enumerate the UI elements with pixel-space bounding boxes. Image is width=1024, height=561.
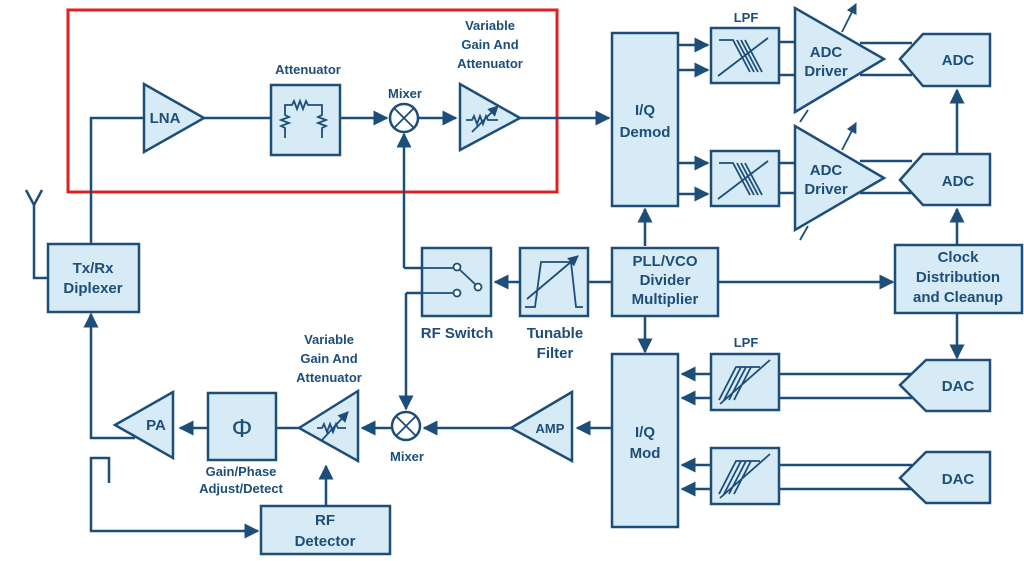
iq-demod-label-2: Demod xyxy=(620,124,671,141)
tunable-filter-label-2: Filter xyxy=(537,345,574,362)
wire-diplexer-lna xyxy=(89,116,144,244)
tx-vga-label-2: Gain And xyxy=(300,351,357,366)
lna-label: LNA xyxy=(150,110,181,127)
tx-lpf-1 xyxy=(709,352,781,412)
pll-label-1: PLL/VCO xyxy=(632,253,697,270)
diplexer-label-2: Diplexer xyxy=(63,280,122,297)
adc-driver-2-label-2: Driver xyxy=(804,181,848,198)
rx-lpf-1 xyxy=(709,26,781,85)
variable-arrow-icon xyxy=(471,105,499,133)
iq-demod-block: I/Q Demod xyxy=(610,31,680,208)
adc-1: ADC xyxy=(898,32,992,88)
wire-coupler-detector xyxy=(89,456,260,539)
rx-vga-label-2: Gain And xyxy=(461,37,518,52)
tx-vga-amplifier xyxy=(296,388,360,464)
gain-phase-label-1: Gain/Phase xyxy=(206,464,277,479)
wire-lpf-driver xyxy=(779,40,796,195)
tx-lpf-2 xyxy=(709,446,781,506)
rf-switch-block xyxy=(420,246,493,318)
clock-label-3: and Cleanup xyxy=(913,289,1003,306)
amp-amplifier: AMP xyxy=(508,389,574,464)
switch-icon xyxy=(422,267,477,294)
rx-vga-label-3: Attenuator xyxy=(457,56,523,71)
antenna-icon xyxy=(24,189,48,280)
phase-symbol: Φ xyxy=(232,413,253,443)
adc-1-label: ADC xyxy=(942,52,975,69)
rx-lpf-2 xyxy=(709,149,781,208)
rf-detector-label-2: Detector xyxy=(295,533,356,550)
adc-2-label: ADC xyxy=(942,173,975,190)
adc-driver-1-label-2: Driver xyxy=(804,63,848,80)
amp-label: AMP xyxy=(536,421,565,436)
rx-vga-amplifier xyxy=(458,81,523,153)
dac-2: DAC xyxy=(898,450,992,505)
diplexer-label-1: Tx/Rx xyxy=(73,260,115,277)
iq-demod-label-1: I/Q xyxy=(635,102,655,119)
adc-driver-2-label-1: ADC xyxy=(810,162,843,179)
rx-mixer-icon xyxy=(388,102,420,134)
gain-phase-block: Φ xyxy=(206,391,278,462)
adc-driver-1-label-1: ADC xyxy=(810,44,843,61)
pa-amplifier: PA xyxy=(112,389,175,461)
wire-dac-lpf xyxy=(779,372,912,491)
pll-label-3: Multiplier xyxy=(632,291,699,308)
dac-2-label: DAC xyxy=(942,471,975,488)
iq-mod-label-1: I/Q xyxy=(635,424,655,441)
rf-switch-label: RF Switch xyxy=(421,325,494,342)
rx-lpf-label: LPF xyxy=(734,10,759,25)
pa-label: PA xyxy=(146,417,166,434)
tx-vga-label-3: Attenuator xyxy=(296,370,362,385)
tunable-filter-block xyxy=(518,246,590,318)
tx-lpf-label: LPF xyxy=(734,335,759,350)
wire-switch-out2 xyxy=(406,291,422,409)
adc-driver-2: ADC Driver xyxy=(793,109,887,241)
rf-detector-block: RF Detector xyxy=(259,504,392,556)
pll-label-2: Divider xyxy=(640,272,691,289)
wire-pa-diplexer xyxy=(83,312,135,440)
clock-label-2: Distribution xyxy=(916,269,1000,286)
rf-detector-label-1: RF xyxy=(315,512,335,529)
iq-mod-label-2: Mod xyxy=(630,445,661,462)
tunable-filter-label-1: Tunable xyxy=(527,325,583,342)
lna-amplifier: LNA xyxy=(142,81,207,155)
highlight-box xyxy=(66,8,559,194)
dac-1: DAC xyxy=(898,358,992,413)
pll-vco-block: PLL/VCO Divider Multiplier xyxy=(610,246,720,318)
tx-mixer-label: Mixer xyxy=(390,449,424,464)
tx-vga-label-1: Variable xyxy=(304,332,354,347)
attenuator-block xyxy=(269,83,342,157)
rx-vga-label-1: Variable xyxy=(465,18,515,33)
resistor-network-icon xyxy=(278,98,329,138)
dac-1-label: DAC xyxy=(942,378,975,395)
attenuator-label: Attenuator xyxy=(275,62,341,77)
wire-driver-adc xyxy=(860,41,912,195)
iq-mod-block: I/Q Mod xyxy=(610,352,680,529)
clock-label-1: Clock xyxy=(938,249,980,266)
tx-mixer-icon xyxy=(390,410,422,442)
gain-phase-label-2: Adjust/Detect xyxy=(199,481,283,496)
tx-rx-diplexer: Tx/Rx Diplexer xyxy=(46,242,141,314)
adc-driver-1: ADC Driver xyxy=(793,3,887,115)
clock-distribution-block: Clock Distribution and Cleanup xyxy=(893,243,1024,315)
rx-mixer-label: Mixer xyxy=(388,86,422,101)
resistor-icon xyxy=(466,113,498,127)
adc-2: ADC xyxy=(898,152,992,207)
